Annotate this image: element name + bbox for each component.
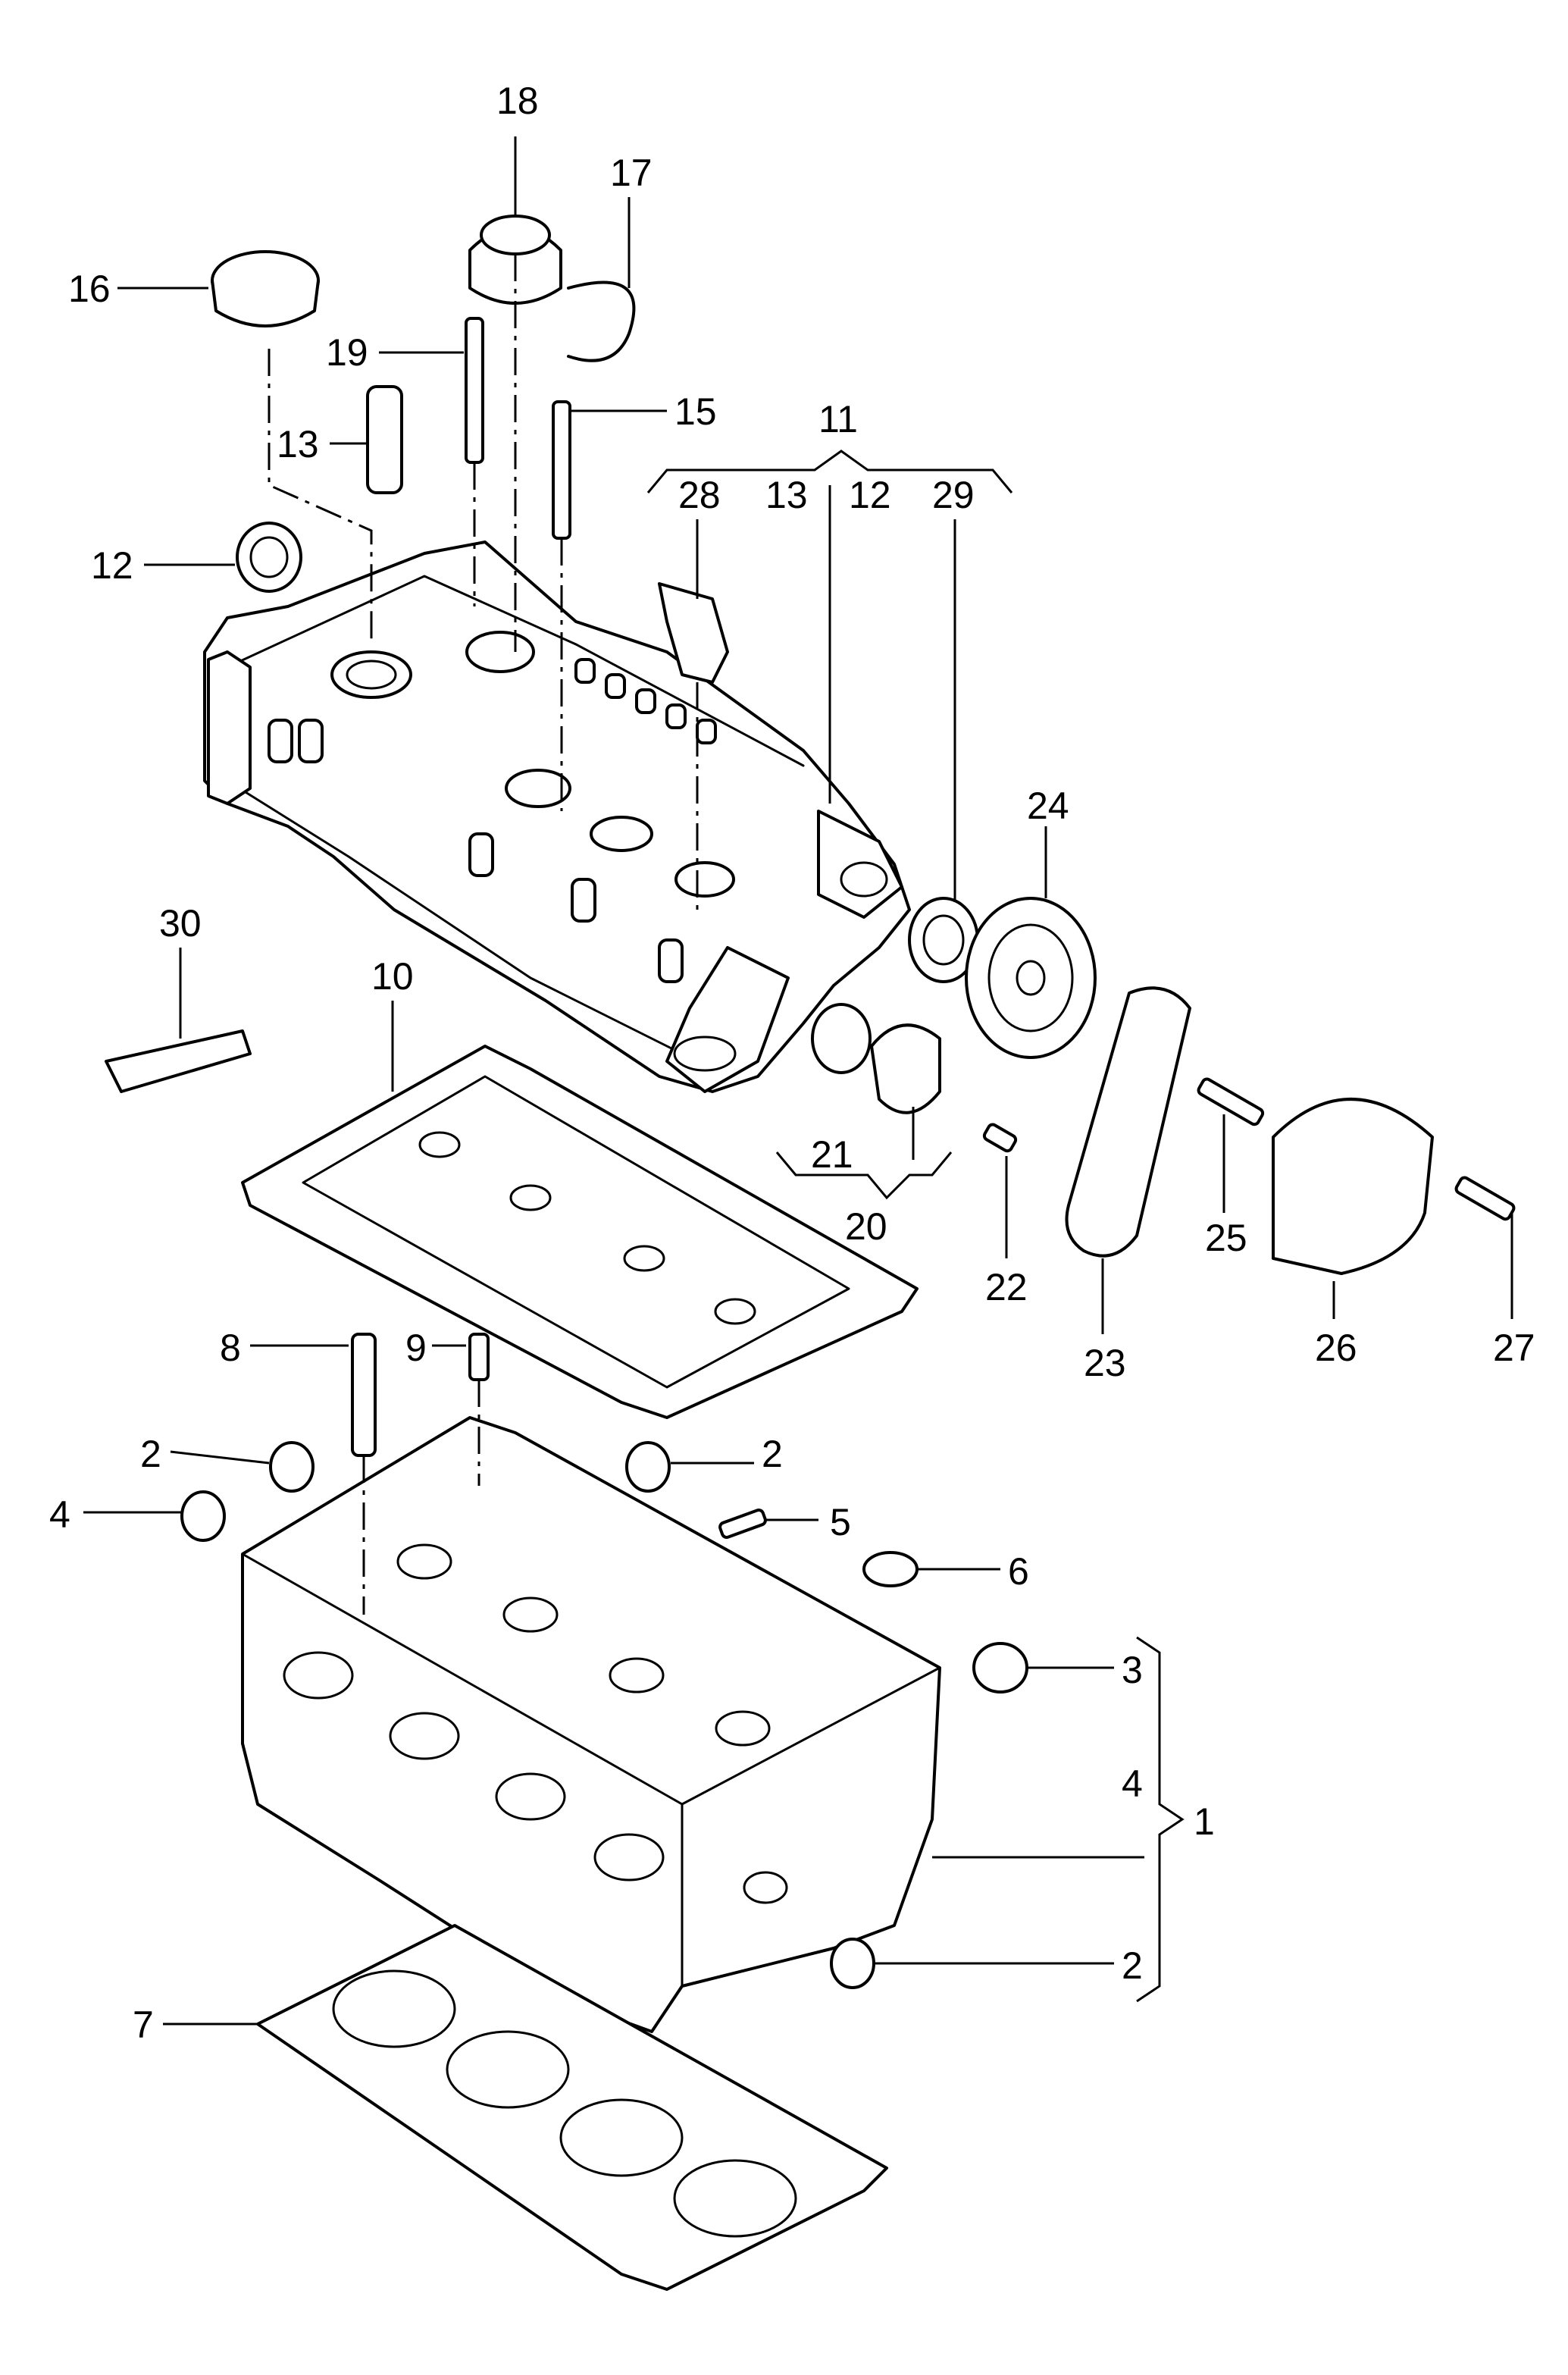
- callout-16: 16: [68, 268, 111, 310]
- callout-18: 18: [496, 80, 539, 122]
- callout-22: 22: [985, 1266, 1028, 1308]
- callout-13-bracket: 13: [765, 474, 808, 516]
- callout-2-lower: 2: [1122, 1944, 1143, 1987]
- bolt-19: [465, 317, 484, 464]
- oil-filler-cap: [211, 250, 320, 327]
- plug-2-left: [269, 1441, 315, 1493]
- callout-24: 24: [1027, 785, 1069, 827]
- callout-10: 10: [371, 955, 414, 998]
- timing-belt: [1065, 986, 1191, 1258]
- bolt-25: [1197, 1077, 1265, 1126]
- callout-4-right: 4: [1122, 1762, 1143, 1805]
- callout-13-left: 13: [277, 423, 319, 465]
- callout-28: 28: [678, 474, 721, 516]
- callout-15: 15: [674, 390, 717, 433]
- control-valve: [366, 385, 403, 494]
- callout-7: 7: [133, 2004, 154, 2046]
- camshaft-sprocket: [965, 897, 1097, 1059]
- callout-12-left: 12: [91, 544, 133, 587]
- callout-17: 17: [610, 152, 653, 194]
- bracket-1: [1136, 1636, 1185, 2003]
- seal-12: [236, 522, 302, 593]
- callout-12-bracket: 12: [849, 474, 891, 516]
- plug-4: [180, 1490, 226, 1542]
- plug-2-lower: [830, 1938, 875, 1989]
- pcv-valve: [468, 215, 562, 305]
- stud-9: [468, 1333, 490, 1381]
- callout-26: 26: [1315, 1327, 1357, 1369]
- callout-5: 5: [830, 1501, 851, 1543]
- callout-1: 1: [1194, 1800, 1215, 1843]
- plug-3: [972, 1642, 1028, 1694]
- cover-gasket: [241, 1045, 919, 1419]
- callout-19: 19: [326, 331, 368, 374]
- callout-6: 6: [1008, 1550, 1029, 1593]
- callout-25: 25: [1205, 1217, 1247, 1259]
- cylinder-head: [241, 1416, 941, 2033]
- callout-29: 29: [932, 474, 975, 516]
- timing-belt-cover: [1272, 1098, 1434, 1275]
- bracket-11: [646, 450, 1013, 493]
- head-gasket: [256, 1924, 888, 2291]
- bolt-22: [982, 1123, 1018, 1153]
- sealant-tube: [105, 1029, 252, 1093]
- callout-4-left: 4: [49, 1493, 70, 1536]
- callout-27: 27: [1493, 1327, 1535, 1369]
- callout-21: 21: [811, 1133, 853, 1176]
- callout-30: 30: [159, 902, 202, 945]
- sensor-28: [658, 582, 729, 684]
- callout-9: 9: [405, 1327, 427, 1369]
- bolt-27: [1454, 1176, 1516, 1221]
- callout-3: 3: [1122, 1649, 1143, 1691]
- o-ring-21: [811, 1003, 872, 1074]
- seal-6: [862, 1551, 919, 1587]
- cylinder-head-cover: [203, 540, 911, 1093]
- stud-5: [718, 1509, 767, 1539]
- callout-11: 11: [818, 398, 858, 440]
- bolt-15: [552, 400, 571, 540]
- bracket-20: [775, 1151, 953, 1200]
- callout-2-right: 2: [762, 1433, 783, 1475]
- leader-2a: [170, 1450, 270, 1465]
- breather-hose: [567, 280, 636, 362]
- bolt-8: [351, 1333, 377, 1457]
- callout-2-left: 2: [140, 1433, 161, 1475]
- callout-20: 20: [845, 1205, 887, 1248]
- plug-2-right: [625, 1441, 671, 1493]
- cap-20: [870, 1023, 941, 1114]
- callout-23: 23: [1084, 1342, 1126, 1384]
- alignment-line: [268, 349, 373, 644]
- callout-8: 8: [220, 1327, 241, 1369]
